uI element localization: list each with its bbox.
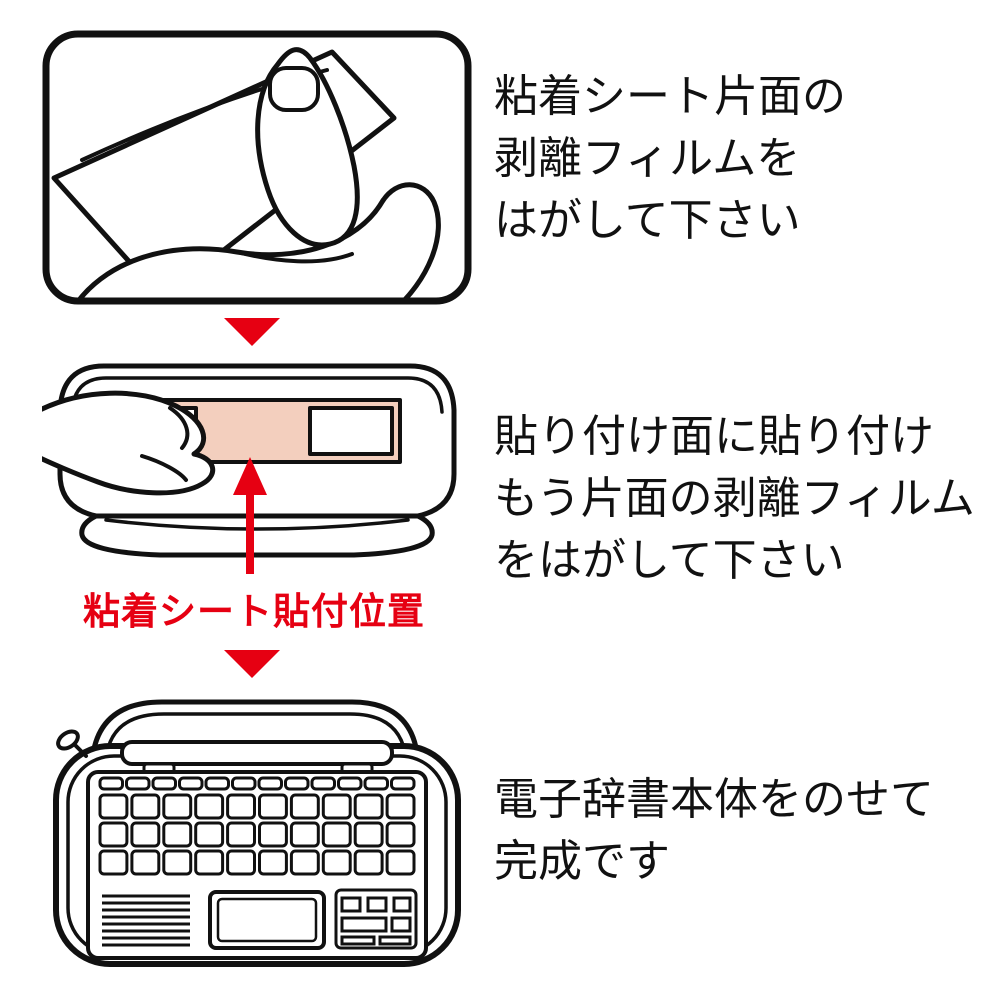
device-screen-edge — [120, 740, 394, 766]
step3-caption: 電子辞書本体をのせて 完成です — [494, 769, 934, 893]
strip-cutout-right — [308, 406, 394, 456]
button-cluster — [334, 888, 418, 950]
case-lip-line — [104, 518, 410, 531]
red-up-arrow — [233, 457, 267, 574]
adhesive-position-label: 粘着シート貼付位置 — [83, 591, 425, 632]
step2-caption: 貼り付け面に貼り付け もう片面の剥離フィルム をはがして下さい — [494, 406, 975, 592]
case-placement-drawing — [33, 363, 457, 574]
finger-line — [235, 250, 354, 264]
frame-border — [42, 30, 472, 305]
hand-fingers — [69, 182, 441, 301]
step2-illustration — [33, 360, 472, 585]
caption-line: もう片面の剥離フィルム — [494, 474, 975, 523]
device-in-case-drawing — [53, 699, 461, 967]
caption-line: 貼り付け面に貼り付け — [494, 412, 934, 461]
caption-line: をはがして下さい — [494, 536, 845, 585]
step3-illustration — [42, 698, 472, 975]
caption-line: 電子辞書本体をのせて — [494, 775, 934, 824]
caption-line: 粘着シート片面の — [494, 72, 846, 121]
step1-caption: 粘着シート片面の 剥離フィルムを はがして下さい — [494, 66, 846, 252]
trackpad — [208, 890, 326, 950]
finger-line — [140, 454, 188, 482]
trackpad-inner — [216, 897, 318, 943]
finger-line — [168, 406, 190, 450]
down-arrow-icon — [224, 318, 280, 346]
down-arrow-icon — [224, 650, 280, 678]
case-lid-inner-line — [104, 712, 408, 762]
step1-illustration — [42, 30, 472, 310]
caption-line: はがして下さい — [494, 196, 801, 245]
peel-film-drawing — [42, 30, 472, 305]
case-inner-edge — [70, 376, 444, 414]
keyboard-keys — [98, 776, 416, 876]
speaker-grill — [102, 894, 190, 947]
thumbnail — [268, 66, 320, 112]
zipper-pull — [56, 729, 88, 758]
caption-line: 完成です — [494, 837, 670, 886]
caption-line: 剥離フィルムを — [494, 134, 801, 183]
